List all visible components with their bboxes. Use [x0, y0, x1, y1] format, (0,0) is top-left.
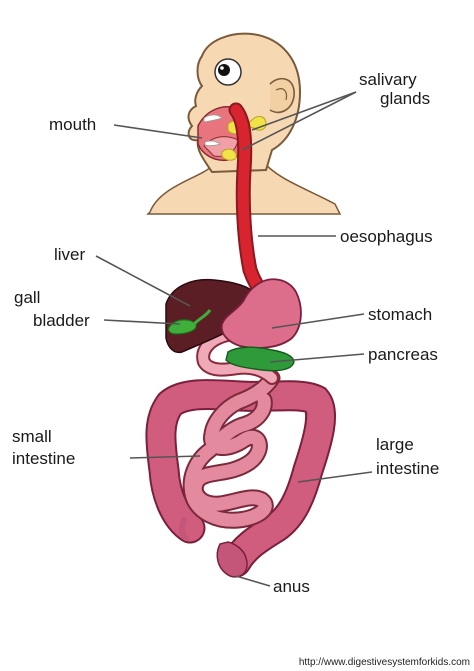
label-salivary: salivary [359, 70, 417, 89]
salivary-gland-lower [221, 148, 237, 161]
ear [269, 77, 295, 114]
label-intestine-small: intestine [12, 449, 76, 468]
label-large: large [376, 435, 414, 454]
rectum [216, 541, 248, 578]
bile-duct [192, 309, 212, 326]
leader-lines [95, 91, 373, 587]
label-small: small [12, 427, 52, 446]
label-intestine-large: intestine [376, 459, 440, 478]
label-pancreas: pancreas [368, 345, 438, 364]
label-mouth: mouth [49, 115, 97, 134]
label-anus: anus [273, 577, 310, 596]
stomach [220, 278, 302, 349]
appendix [178, 517, 189, 541]
pancreas [225, 346, 295, 372]
label-stomach: stomach [368, 305, 433, 324]
label-liver: liver [54, 245, 86, 264]
footer-url: http://www.digestivesystemforkids.com [298, 657, 470, 668]
label-gall: gall [14, 288, 41, 307]
pupil [218, 64, 230, 76]
label-bladder: bladder [33, 311, 90, 330]
label-oesophagus: oesophagus [340, 227, 433, 246]
label-glands: glands [380, 89, 431, 108]
